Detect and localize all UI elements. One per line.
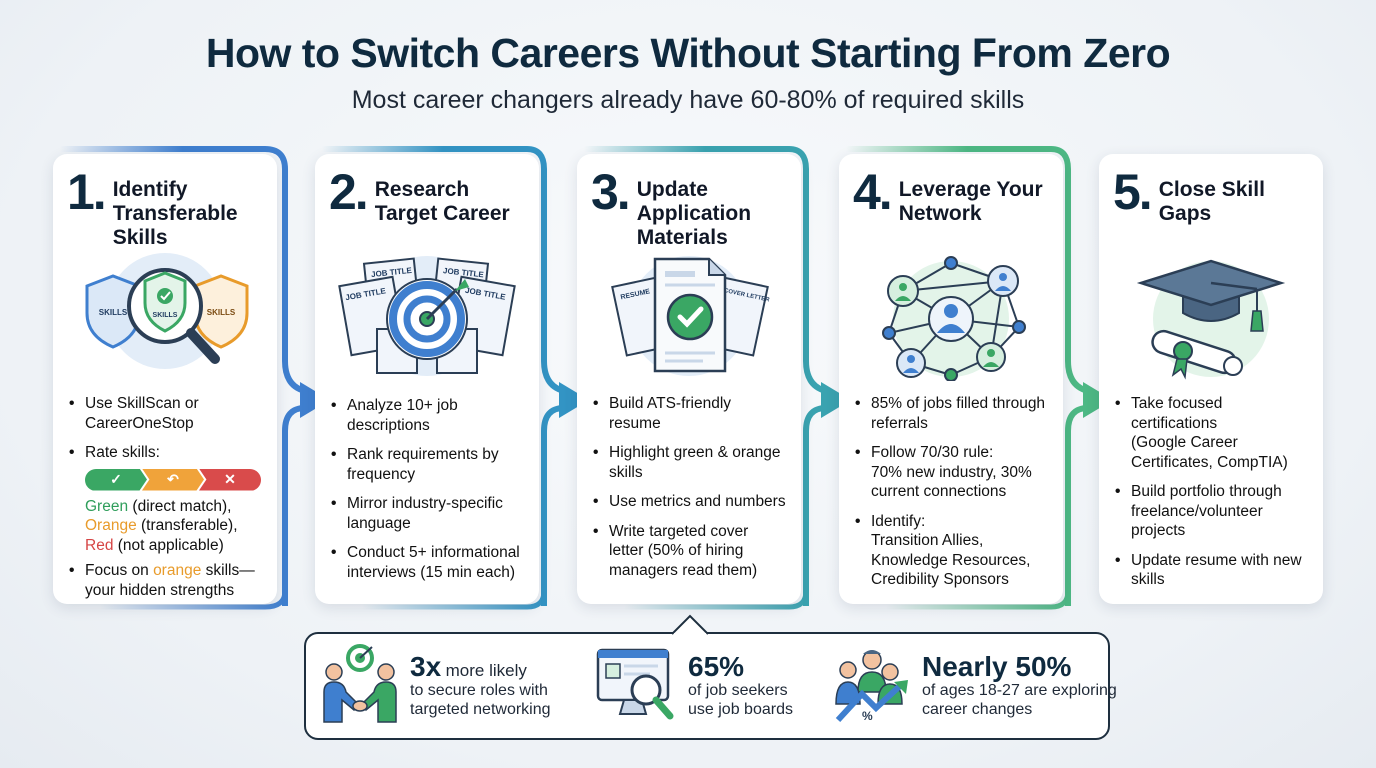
network-people-icon bbox=[853, 246, 1049, 386]
bullet-subtext: Transition Allies, Knowledge Resources, … bbox=[871, 532, 1031, 588]
bullet-item: Take focused certifications (Google Care… bbox=[1113, 394, 1309, 472]
stat-job-boards: 65% of job seekers use job boards bbox=[594, 644, 808, 729]
step-number: 5. bbox=[1113, 164, 1153, 220]
bullet-subtext: 70% new industry, 30% current connection… bbox=[871, 463, 1032, 501]
resume-check-icon: RESUME COVER LETTER bbox=[591, 246, 787, 386]
flow-connector-4-icon bbox=[846, 146, 1113, 610]
rating-legend: Green (direct match), Orange (transferab… bbox=[85, 497, 263, 556]
legend-orange-desc: (transferable), bbox=[141, 517, 238, 534]
step-title: Leverage Your Network bbox=[898, 178, 1043, 225]
bullet-item: Highlight green & orange skills bbox=[591, 443, 787, 482]
bullet-item: Follow 70/30 rule: 70% new industry, 30%… bbox=[853, 443, 1049, 502]
bullet-text: Identify: bbox=[871, 512, 926, 530]
step-card-3: 3. Update Application Materials RESUME C… bbox=[577, 154, 801, 604]
monitor-search-icon bbox=[594, 644, 678, 729]
bullet-text: skills— your hidden strengths bbox=[85, 562, 255, 599]
step-number: 3. bbox=[591, 164, 631, 220]
step-title: Identify Transferable Skills bbox=[112, 178, 238, 249]
bullet-item: Build portfolio through freelance/volunt… bbox=[1113, 482, 1309, 541]
step-title: Update Application Materials bbox=[636, 178, 752, 249]
bullet-item: Analyze 10+ job descriptions bbox=[329, 396, 525, 435]
step-number: 1. bbox=[67, 164, 107, 220]
flow-connector-2-icon bbox=[322, 146, 589, 610]
bullet-text: Follow 70/30 rule: bbox=[871, 444, 994, 461]
svg-text:%: % bbox=[862, 709, 873, 723]
undo-icon: ↶ bbox=[142, 468, 204, 491]
bullet-item: Rank requirements by frequency bbox=[329, 445, 525, 484]
stat-young-changers: % Nearly 50% of ages 18-27 are exploring… bbox=[832, 644, 1132, 729]
bullet-item: Use SkillScan or CareerOneStop bbox=[67, 394, 263, 433]
target-job-postings-icon: JOB TITLE JOB TITLE JOB TITLE JOB TITLE bbox=[329, 246, 525, 386]
legend-red: Red bbox=[85, 536, 114, 554]
step-title: Close Skill Gaps bbox=[1158, 178, 1265, 225]
step-card-1: 1. Identify Transferable Skills SKILLS S… bbox=[53, 154, 277, 604]
stat-description: of job seekers use job boards bbox=[688, 682, 793, 718]
step-card-2: 2. Research Target Career JOB TITLE JOB … bbox=[315, 154, 539, 604]
bullet-item: Focus on orange skills— your hidden stre… bbox=[67, 561, 263, 600]
legend-green: Green bbox=[85, 497, 129, 515]
graduation-cap-diploma-icon bbox=[1113, 246, 1309, 386]
step-title: Research Target Career bbox=[374, 178, 510, 225]
bullet-text: Rate skills: bbox=[85, 444, 160, 461]
step-card-4: 4. Leverage Your Network bbox=[839, 154, 1063, 604]
bullet-item: 85% of jobs filled through referrals bbox=[853, 394, 1049, 433]
x-icon: ✕ bbox=[199, 468, 261, 491]
flow-connector-3-icon bbox=[584, 146, 851, 610]
bullet-text: Take focused certifications bbox=[1131, 395, 1223, 432]
legend-red-desc: (not applicable) bbox=[117, 536, 224, 554]
stat-inline-text: more likely bbox=[445, 661, 527, 680]
stat-description: to secure roles with targeted networking bbox=[410, 682, 551, 718]
bullet-item: Identify: Transition Allies, Knowledge R… bbox=[853, 512, 1049, 590]
page-title: How to Switch Careers Without Starting F… bbox=[205, 30, 1171, 76]
legend-orange: Orange bbox=[85, 517, 137, 534]
handshake-target-icon bbox=[320, 643, 400, 729]
people-growth-chart-icon: % bbox=[832, 644, 912, 729]
bullet-text: Focus on bbox=[85, 562, 154, 579]
stat-description: of ages 18-27 are exploring career chang… bbox=[922, 682, 1117, 718]
bullet-item: Use metrics and numbers bbox=[591, 492, 787, 512]
step-number: 4. bbox=[853, 164, 893, 220]
stats-callout: 3x more likely to secure roles with targ… bbox=[304, 632, 1117, 740]
svg-text:SKILLS: SKILLS bbox=[153, 312, 178, 319]
step-number: 2. bbox=[329, 164, 369, 220]
svg-text:SKILLS: SKILLS bbox=[99, 308, 128, 317]
legend-green-desc: (direct match), bbox=[132, 497, 232, 515]
magnifier-shields-icon: SKILLS SKILLS SKILLS bbox=[67, 246, 263, 386]
stat-value: 3x bbox=[410, 651, 442, 682]
stat-value: 65% bbox=[688, 651, 745, 682]
page-subtitle: Most career changers already have 60-80%… bbox=[351, 86, 1025, 114]
bullet-item: Write targeted cover letter (50% of hiri… bbox=[591, 522, 787, 581]
skill-rating-bar: ✓ ↶ ✕ bbox=[85, 468, 261, 491]
bullet-item: Mirror industry-specific language bbox=[329, 494, 525, 533]
svg-text:JOB TITLE: JOB TITLE bbox=[443, 266, 485, 279]
check-icon: ✓ bbox=[85, 468, 147, 491]
bullet-item: Rate skills: ✓ ↶ ✕ Green (direct match),… bbox=[67, 443, 263, 555]
step-card-5: 5. Close Skill Gaps Take focused certifi… bbox=[1099, 154, 1323, 604]
bullet-subtext: (Google Career Certificates, CompTIA) bbox=[1131, 434, 1288, 471]
callout-notch-icon bbox=[672, 614, 708, 636]
stat-networking: 3x more likely to secure roles with targ… bbox=[320, 643, 570, 729]
orange-highlight: orange bbox=[153, 562, 202, 579]
bullet-item: Conduct 5+ informational interviews (15 … bbox=[329, 543, 525, 582]
stat-value: Nearly 50% bbox=[922, 651, 1072, 682]
bullet-item: Build ATS-friendly resume bbox=[591, 394, 787, 433]
svg-text:JOB TITLE: JOB TITLE bbox=[371, 266, 413, 279]
bullet-item: Update resume with new skills bbox=[1113, 551, 1309, 590]
svg-text:SKILLS: SKILLS bbox=[207, 308, 236, 317]
